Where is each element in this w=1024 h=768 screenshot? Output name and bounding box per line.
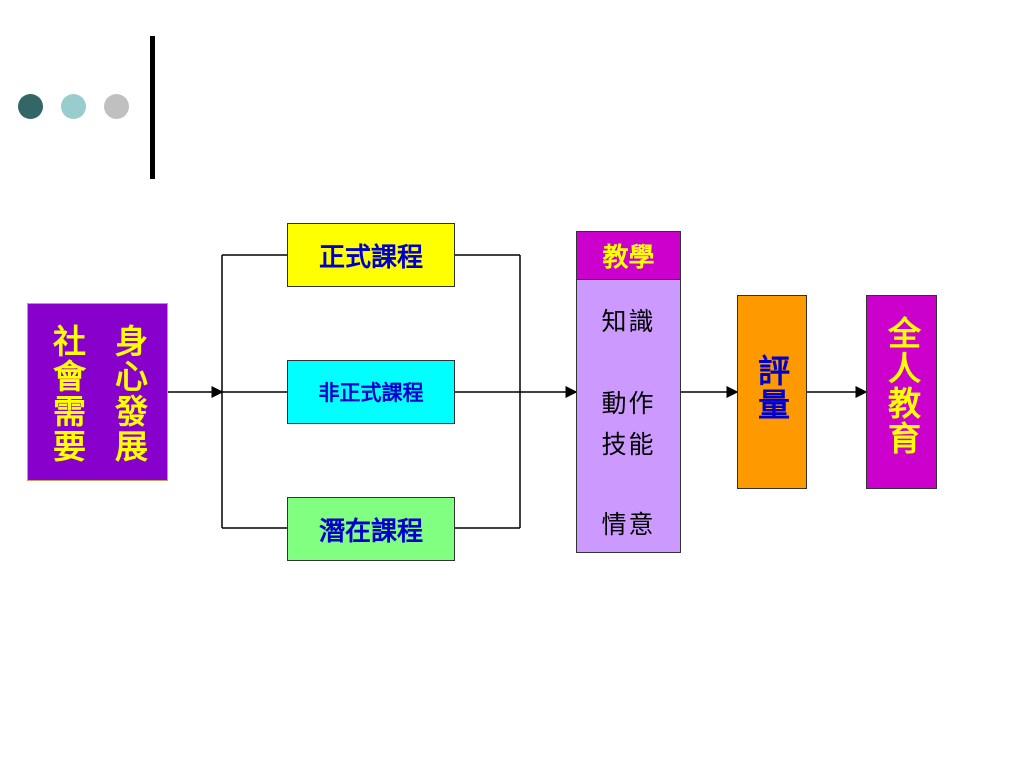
decor-vertical-bar xyxy=(150,36,155,179)
latent-curriculum-label: 潛在課程 xyxy=(318,516,423,547)
skills-label-line1: 動作 xyxy=(601,389,656,418)
latent-curriculum-box: 潛在課程 xyxy=(287,497,455,561)
holistic-education-label: 全人教育 xyxy=(882,316,922,456)
decor-dot-dark xyxy=(18,94,43,119)
formal-curriculum-label: 正式課程 xyxy=(318,242,423,273)
decor-dot-gray xyxy=(104,94,129,119)
skills-label-line2: 技能 xyxy=(601,430,656,459)
knowledge-label: 知識 xyxy=(601,307,656,336)
social-needs-label: 社會需要 xyxy=(47,324,87,464)
informal-curriculum-label: 非正式課程 xyxy=(318,380,424,405)
development-label: 身心發展 xyxy=(109,324,149,464)
evaluation-box: 評量 xyxy=(737,295,807,489)
outcome-box: 全人教育 xyxy=(866,295,937,489)
source-box: 社會需要 身心發展 xyxy=(27,303,168,481)
affect-label: 情意 xyxy=(601,510,656,539)
evaluation-label: 評量 xyxy=(753,354,791,422)
teaching-content-box: 知識 動作 技能 情意 xyxy=(576,279,681,553)
teaching-header-box: 教學 xyxy=(576,231,681,280)
decor-dot-teal xyxy=(61,94,86,119)
teaching-header-label: 教學 xyxy=(602,243,655,273)
formal-curriculum-box: 正式課程 xyxy=(287,223,455,287)
informal-curriculum-box: 非正式課程 xyxy=(287,360,455,424)
